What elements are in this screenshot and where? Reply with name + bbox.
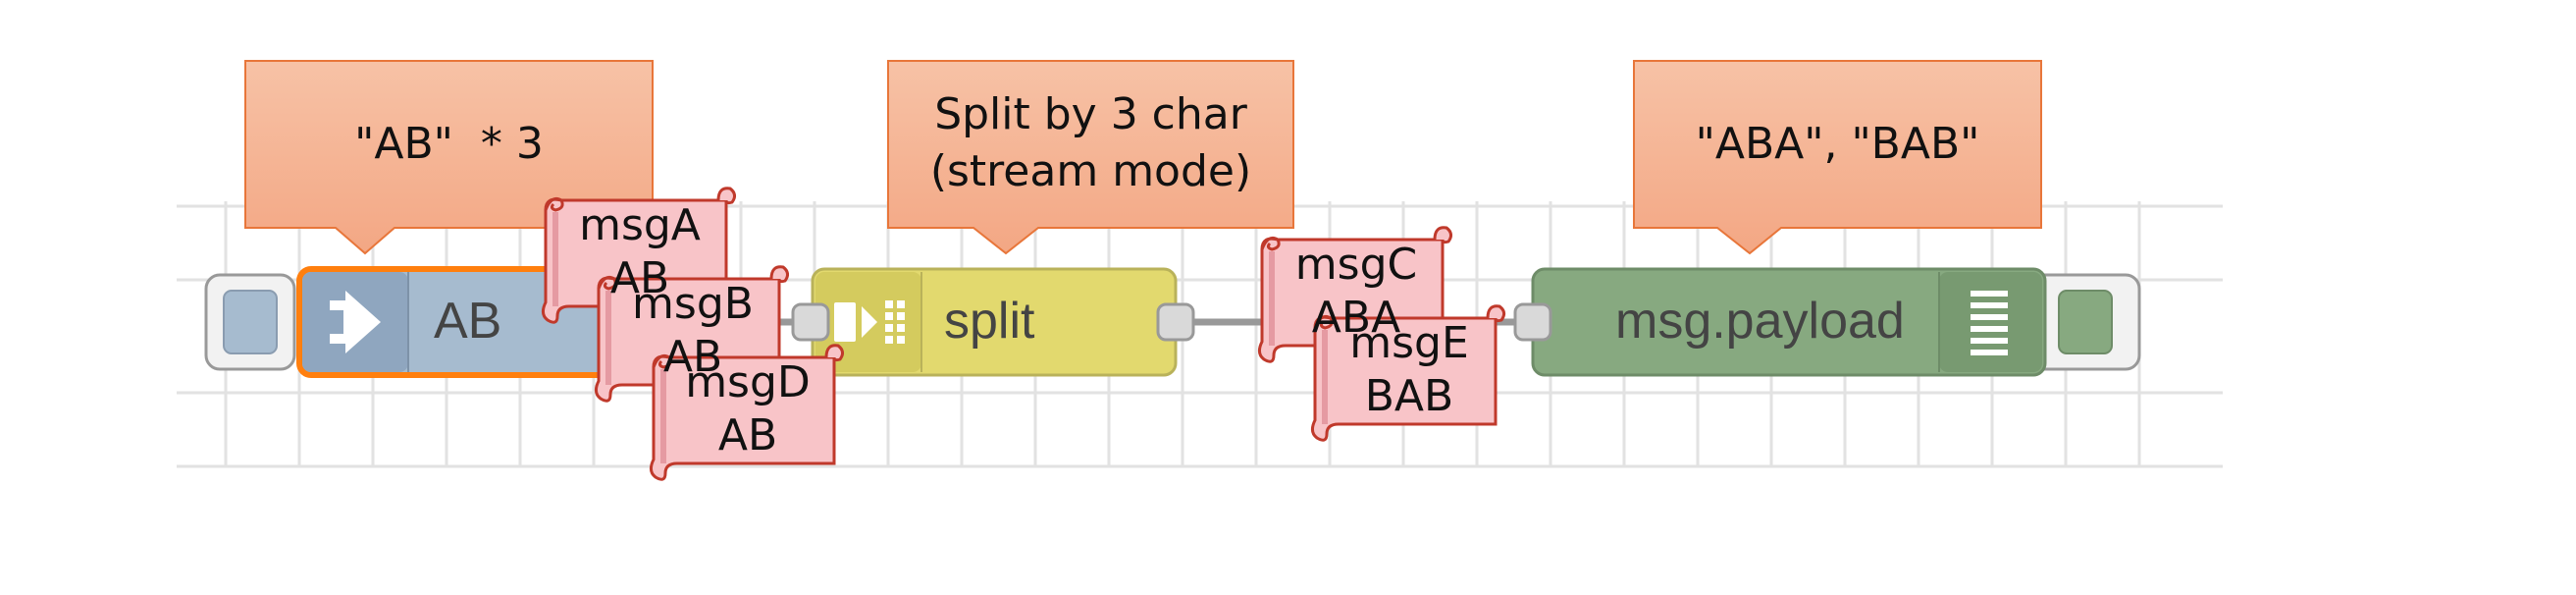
msgE-name: msgE [1349,318,1469,368]
callout-split-line2: (stream mode) [929,146,1252,196]
split-node-label: split [944,293,1035,350]
msgD-name: msgD [685,357,811,407]
debug-node[interactable] [1513,267,2141,377]
msgE-payload: BAB [1364,371,1454,421]
msgA-text: msgA AB [557,199,722,305]
split-node[interactable] [791,267,1195,377]
msgD-text: msgD AB [665,356,830,462]
debug-toggle-inner [2058,290,2113,354]
split-icon [834,300,905,344]
msgD-payload: AB [717,410,778,460]
callout-debug-text: "ABA", "BAB" [1634,116,2041,173]
debug-icon-area [1939,272,2042,372]
callout-split-line1: Split by 3 char [934,89,1247,139]
msgB-payload: AB [662,332,723,382]
split-output-port[interactable] [1156,302,1195,342]
message-scrolls [541,187,1506,481]
callout-split [887,60,1294,255]
msgB-name: msgB [632,279,754,329]
callout-inject-label: "AB" * 3 [354,119,544,169]
inject-node-label: AB [434,293,502,350]
msgE-text: msgE BAB [1327,317,1492,423]
msgA-payload: AB [609,253,670,303]
debug-node-label: msg.payload [1615,293,1905,350]
msgC-text: msgC ABA [1274,239,1439,345]
msgC-payload: ABA [1311,293,1401,343]
msgE-scroll [1310,304,1506,442]
callout-inject-text: "AB" * 3 [245,116,653,173]
msgA-name: msgA [579,200,701,250]
debug-input-port[interactable] [1513,302,1552,342]
msgB-text: msgB AB [610,278,775,384]
arrow-in-icon [330,291,381,353]
inject-node[interactable] [204,266,626,378]
msgC-name: msgC [1294,240,1418,290]
debug-list-icon [1971,291,2008,355]
callout-debug-label: "ABA", "BAB" [1695,119,1980,169]
callout-split-text: Split by 3 char (stream mode) [888,86,1293,200]
split-input-port[interactable] [791,302,830,342]
inject-button-inner [223,290,278,354]
callout-debug [1633,60,2042,255]
msgD-scroll [649,344,845,481]
